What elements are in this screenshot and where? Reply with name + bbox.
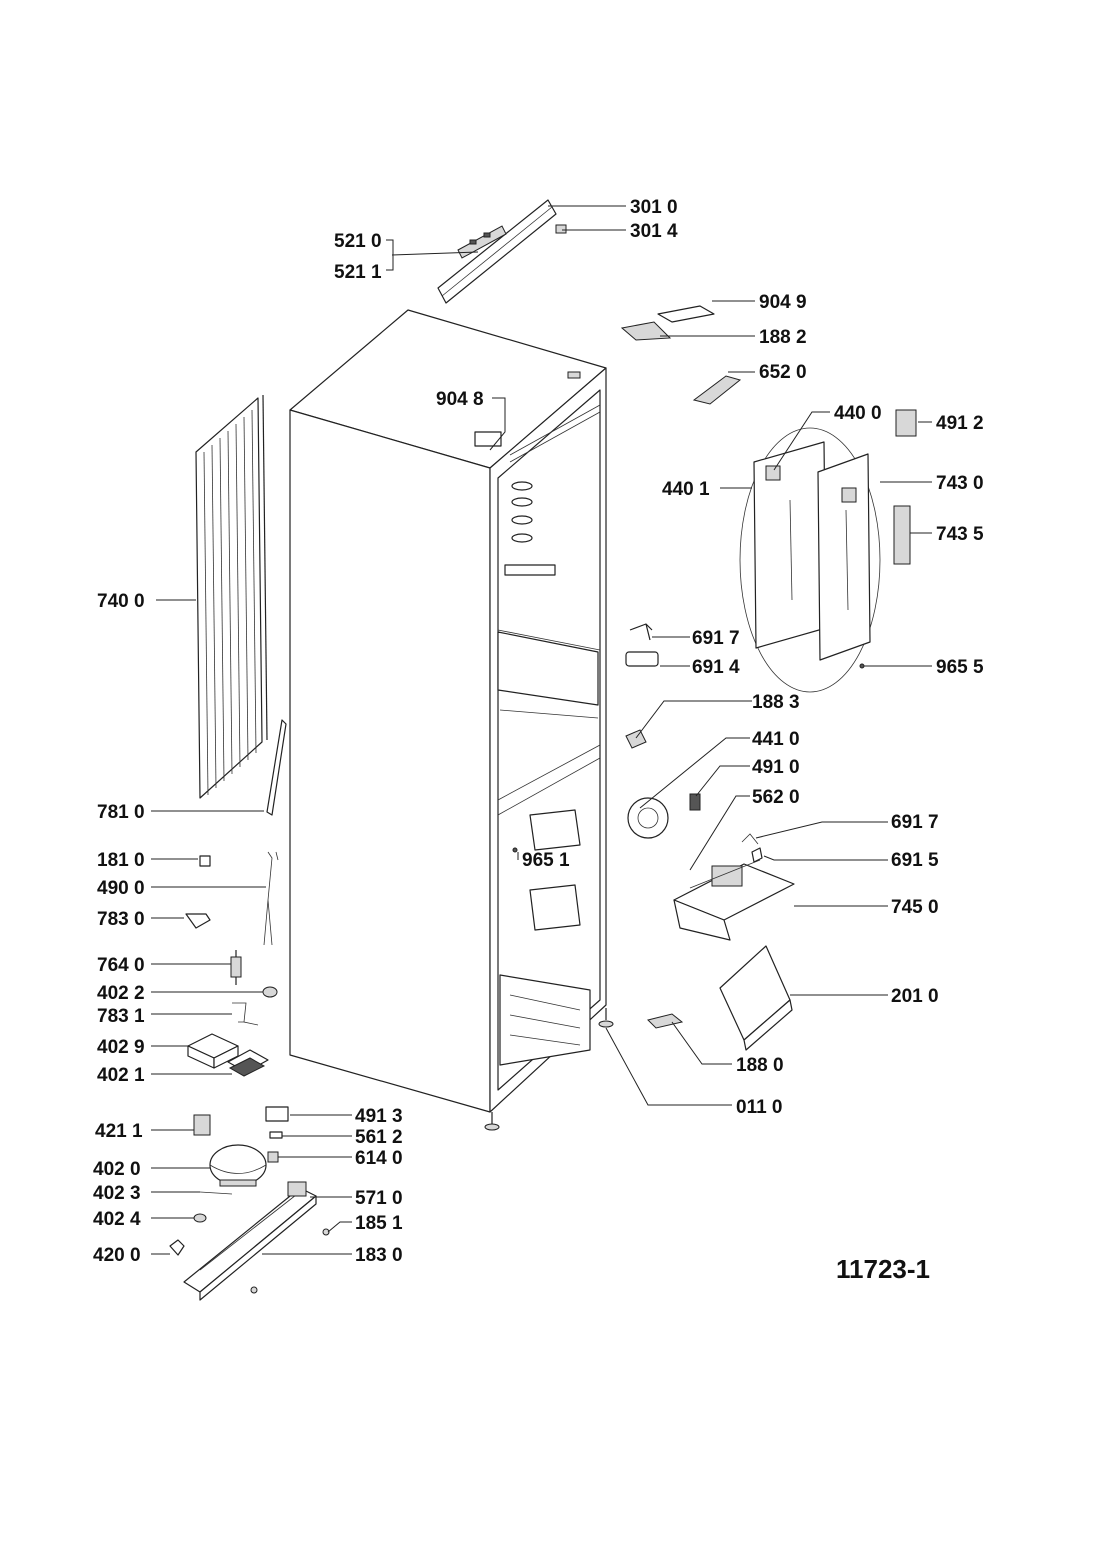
callout-745-0: 745 0 bbox=[891, 897, 939, 918]
callout-301-4: 301 4 bbox=[630, 221, 678, 242]
callout-904-9: 904 9 bbox=[759, 292, 807, 313]
callout-614-0: 614 0 bbox=[355, 1148, 403, 1169]
callout-402-3: 402 3 bbox=[93, 1183, 141, 1204]
callout-764-0: 764 0 bbox=[97, 955, 145, 976]
callout-783-1: 783 1 bbox=[97, 1006, 145, 1027]
cabinet-body bbox=[289, 309, 607, 1113]
lamp-691-4 bbox=[625, 651, 659, 667]
callout-740-0: 740 0 bbox=[97, 591, 145, 612]
callout-521-0: 521 0 bbox=[334, 231, 382, 252]
callout-402-2: 402 2 bbox=[97, 983, 145, 1004]
callout-691-4: 691 4 bbox=[692, 657, 740, 678]
callout-691-7: 691 7 bbox=[692, 628, 740, 649]
wire-691-7 bbox=[629, 623, 653, 641]
cabinet-feet bbox=[484, 1008, 614, 1131]
callout-743-5: 743 5 bbox=[936, 524, 984, 545]
callout-491-3: 491 3 bbox=[355, 1106, 403, 1127]
callout-781-0: 781 0 bbox=[97, 802, 145, 823]
compressor bbox=[209, 1144, 267, 1187]
callout-491-2: 491 2 bbox=[936, 413, 984, 434]
callout-188-2: 188 2 bbox=[759, 327, 807, 348]
callout-691-5: 691 5 bbox=[891, 850, 939, 871]
bracket-188-0 bbox=[647, 1013, 684, 1029]
condenser bbox=[195, 394, 268, 799]
leader-lines bbox=[151, 205, 932, 1255]
filter-drier bbox=[230, 950, 242, 985]
part-614-0 bbox=[267, 1151, 279, 1163]
callout-181-0: 181 0 bbox=[97, 850, 145, 871]
clip-420-0 bbox=[169, 1239, 185, 1256]
callout-420-0: 420 0 bbox=[93, 1245, 141, 1266]
bracket-188-2 bbox=[620, 321, 672, 341]
pipe-402-3 bbox=[199, 1191, 233, 1195]
wiring-harness bbox=[263, 851, 279, 946]
callout-188-3: 188 3 bbox=[752, 692, 800, 713]
ventilation-grille-491-2 bbox=[895, 409, 917, 437]
top-cover-strip bbox=[437, 199, 567, 304]
tube-783-1 bbox=[232, 1002, 259, 1026]
cover-491-3 bbox=[265, 1106, 289, 1122]
callout-965-1: 965 1 bbox=[522, 850, 570, 871]
evaporator-assembly bbox=[673, 859, 795, 941]
callout-904-8: 904 8 bbox=[436, 389, 484, 410]
control-board bbox=[457, 225, 507, 259]
callout-691-7-lower: 691 7 bbox=[891, 812, 939, 833]
callout-521-1: 521 1 bbox=[334, 262, 382, 283]
tube-783 bbox=[185, 913, 211, 929]
callout-440-0: 440 0 bbox=[834, 403, 882, 424]
callout-561-2: 561 2 bbox=[355, 1127, 403, 1148]
wire-691-7-lower bbox=[741, 833, 759, 845]
base-plate bbox=[183, 1181, 330, 1301]
drain-hose bbox=[266, 719, 287, 816]
grommet-402-4 bbox=[193, 1213, 207, 1223]
callout-421-1: 421 1 bbox=[95, 1121, 143, 1142]
callout-201-0: 201 0 bbox=[891, 986, 939, 1007]
callout-183-0: 183 0 bbox=[355, 1245, 403, 1266]
screw-965-1 bbox=[512, 847, 518, 853]
part-652-0 bbox=[692, 375, 742, 405]
callout-402-4: 402 4 bbox=[93, 1209, 141, 1230]
part-743-5 bbox=[893, 505, 911, 565]
evaporator-cover-904-9 bbox=[657, 305, 715, 323]
callout-783-0: 783 0 bbox=[97, 909, 145, 930]
freezer-backplate-assembly bbox=[739, 427, 881, 693]
callout-965-5: 965 5 bbox=[936, 657, 984, 678]
relay-421-1 bbox=[193, 1114, 211, 1136]
callout-743-0: 743 0 bbox=[936, 473, 984, 494]
grommet-402-2 bbox=[262, 986, 278, 998]
callout-402-9: 402 9 bbox=[97, 1037, 145, 1058]
callout-490-0: 490 0 bbox=[97, 878, 145, 899]
drip-tray-402-1 bbox=[227, 1049, 269, 1077]
compressor-cover-201-0 bbox=[719, 945, 793, 1051]
callout-188-0: 188 0 bbox=[736, 1055, 784, 1076]
diagram-reference-number: 11723-1 bbox=[836, 1254, 930, 1284]
screw-965-5 bbox=[859, 663, 865, 669]
bracket-188-3 bbox=[625, 729, 647, 749]
part-691-5 bbox=[751, 847, 763, 863]
callout-011-0: 011 0 bbox=[736, 1097, 783, 1118]
callout-562-0: 562 0 bbox=[752, 787, 800, 808]
callout-571-0: 571 0 bbox=[355, 1188, 403, 1209]
fan-441-0 bbox=[627, 797, 669, 839]
callout-652-0: 652 0 bbox=[759, 362, 807, 383]
callout-441-0: 441 0 bbox=[752, 729, 800, 750]
tray-402-9 bbox=[187, 1033, 239, 1069]
callout-402-1: 402 1 bbox=[97, 1065, 145, 1086]
callout-301-0: 301 0 bbox=[630, 197, 678, 218]
callout-402-0: 402 0 bbox=[93, 1159, 141, 1180]
plug-181 bbox=[199, 855, 211, 867]
callout-185-1: 185 1 bbox=[355, 1213, 403, 1234]
part-561-2 bbox=[269, 1131, 283, 1139]
callout-labels: 301 0 301 4 521 0 521 1 904 9 188 2 652 … bbox=[93, 197, 984, 1284]
callout-491-0: 491 0 bbox=[752, 757, 800, 778]
callout-440-1: 440 1 bbox=[662, 479, 710, 500]
part-491-0 bbox=[689, 793, 701, 811]
